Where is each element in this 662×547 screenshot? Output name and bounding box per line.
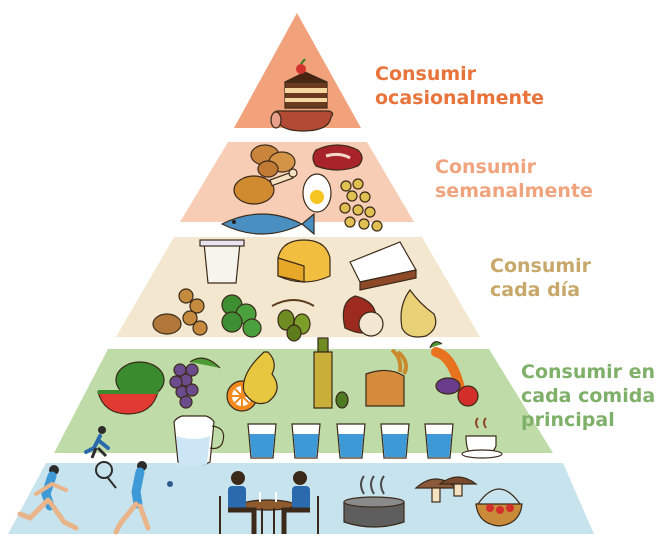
tier-label-line: cada comida (521, 385, 656, 407)
vegetables-icon (429, 341, 479, 407)
tier-label-line: Consumir (490, 255, 592, 277)
water-jug-icon (173, 415, 225, 467)
chicken-leg-icon (233, 168, 298, 205)
glass-icon (424, 423, 454, 459)
coffee-cup-icon (461, 417, 503, 459)
olive-oil-icon (313, 337, 349, 409)
glasses-row (247, 423, 454, 459)
runner-icon (17, 465, 79, 531)
glass-icon (380, 423, 410, 459)
watermelon-icon (97, 361, 165, 415)
fish-icon (220, 212, 315, 236)
tier-label-line: semanalmente (435, 180, 593, 202)
tier-label-line: Consumir en (521, 361, 656, 383)
potatoes-icon (250, 144, 296, 178)
cheese-wedge-icon (349, 241, 417, 291)
tier-label-line: ocasionalmente (375, 87, 545, 109)
pear-icon (242, 351, 278, 405)
couple-dining-icon (219, 471, 319, 534)
cheese-icon (277, 239, 331, 283)
tier-label-weekly: Consumir semanalmente (435, 155, 593, 203)
cake-icon (284, 58, 328, 109)
onion-icon (342, 295, 384, 337)
basket-icon (475, 488, 523, 527)
grapes-icon (169, 357, 221, 409)
tier-label-line: principal (521, 409, 615, 431)
glass-icon (247, 423, 277, 459)
tennis-player-icon (84, 426, 110, 459)
yogurt-icon (199, 239, 245, 284)
cooking-pot-icon (343, 475, 405, 528)
tier-label-occasional: Consumir ocasionalmente (375, 62, 544, 110)
mushrooms-icon (414, 476, 478, 503)
tier-label-each-meal: Consumir en cada comida principal (521, 360, 655, 432)
walnuts-icon (152, 288, 208, 336)
glass-icon (291, 423, 321, 459)
tier-label-line: Consumir (375, 63, 477, 85)
sausage-icon (270, 110, 334, 132)
olives-icon (271, 299, 315, 342)
glass-icon (336, 423, 366, 459)
garlic-icon (400, 288, 437, 338)
tier-label-line: Consumir (435, 156, 537, 178)
steak-icon (312, 144, 363, 171)
tier-label-daily: Consumir cada día (490, 254, 591, 302)
chickpeas-icon (339, 178, 383, 232)
parsley-icon (221, 294, 262, 338)
tennis-player-icon (95, 461, 173, 535)
bread-icon (365, 348, 408, 407)
egg-icon (302, 173, 332, 213)
tier-label-line: cada día (490, 279, 581, 301)
tier-weekly (180, 142, 414, 222)
